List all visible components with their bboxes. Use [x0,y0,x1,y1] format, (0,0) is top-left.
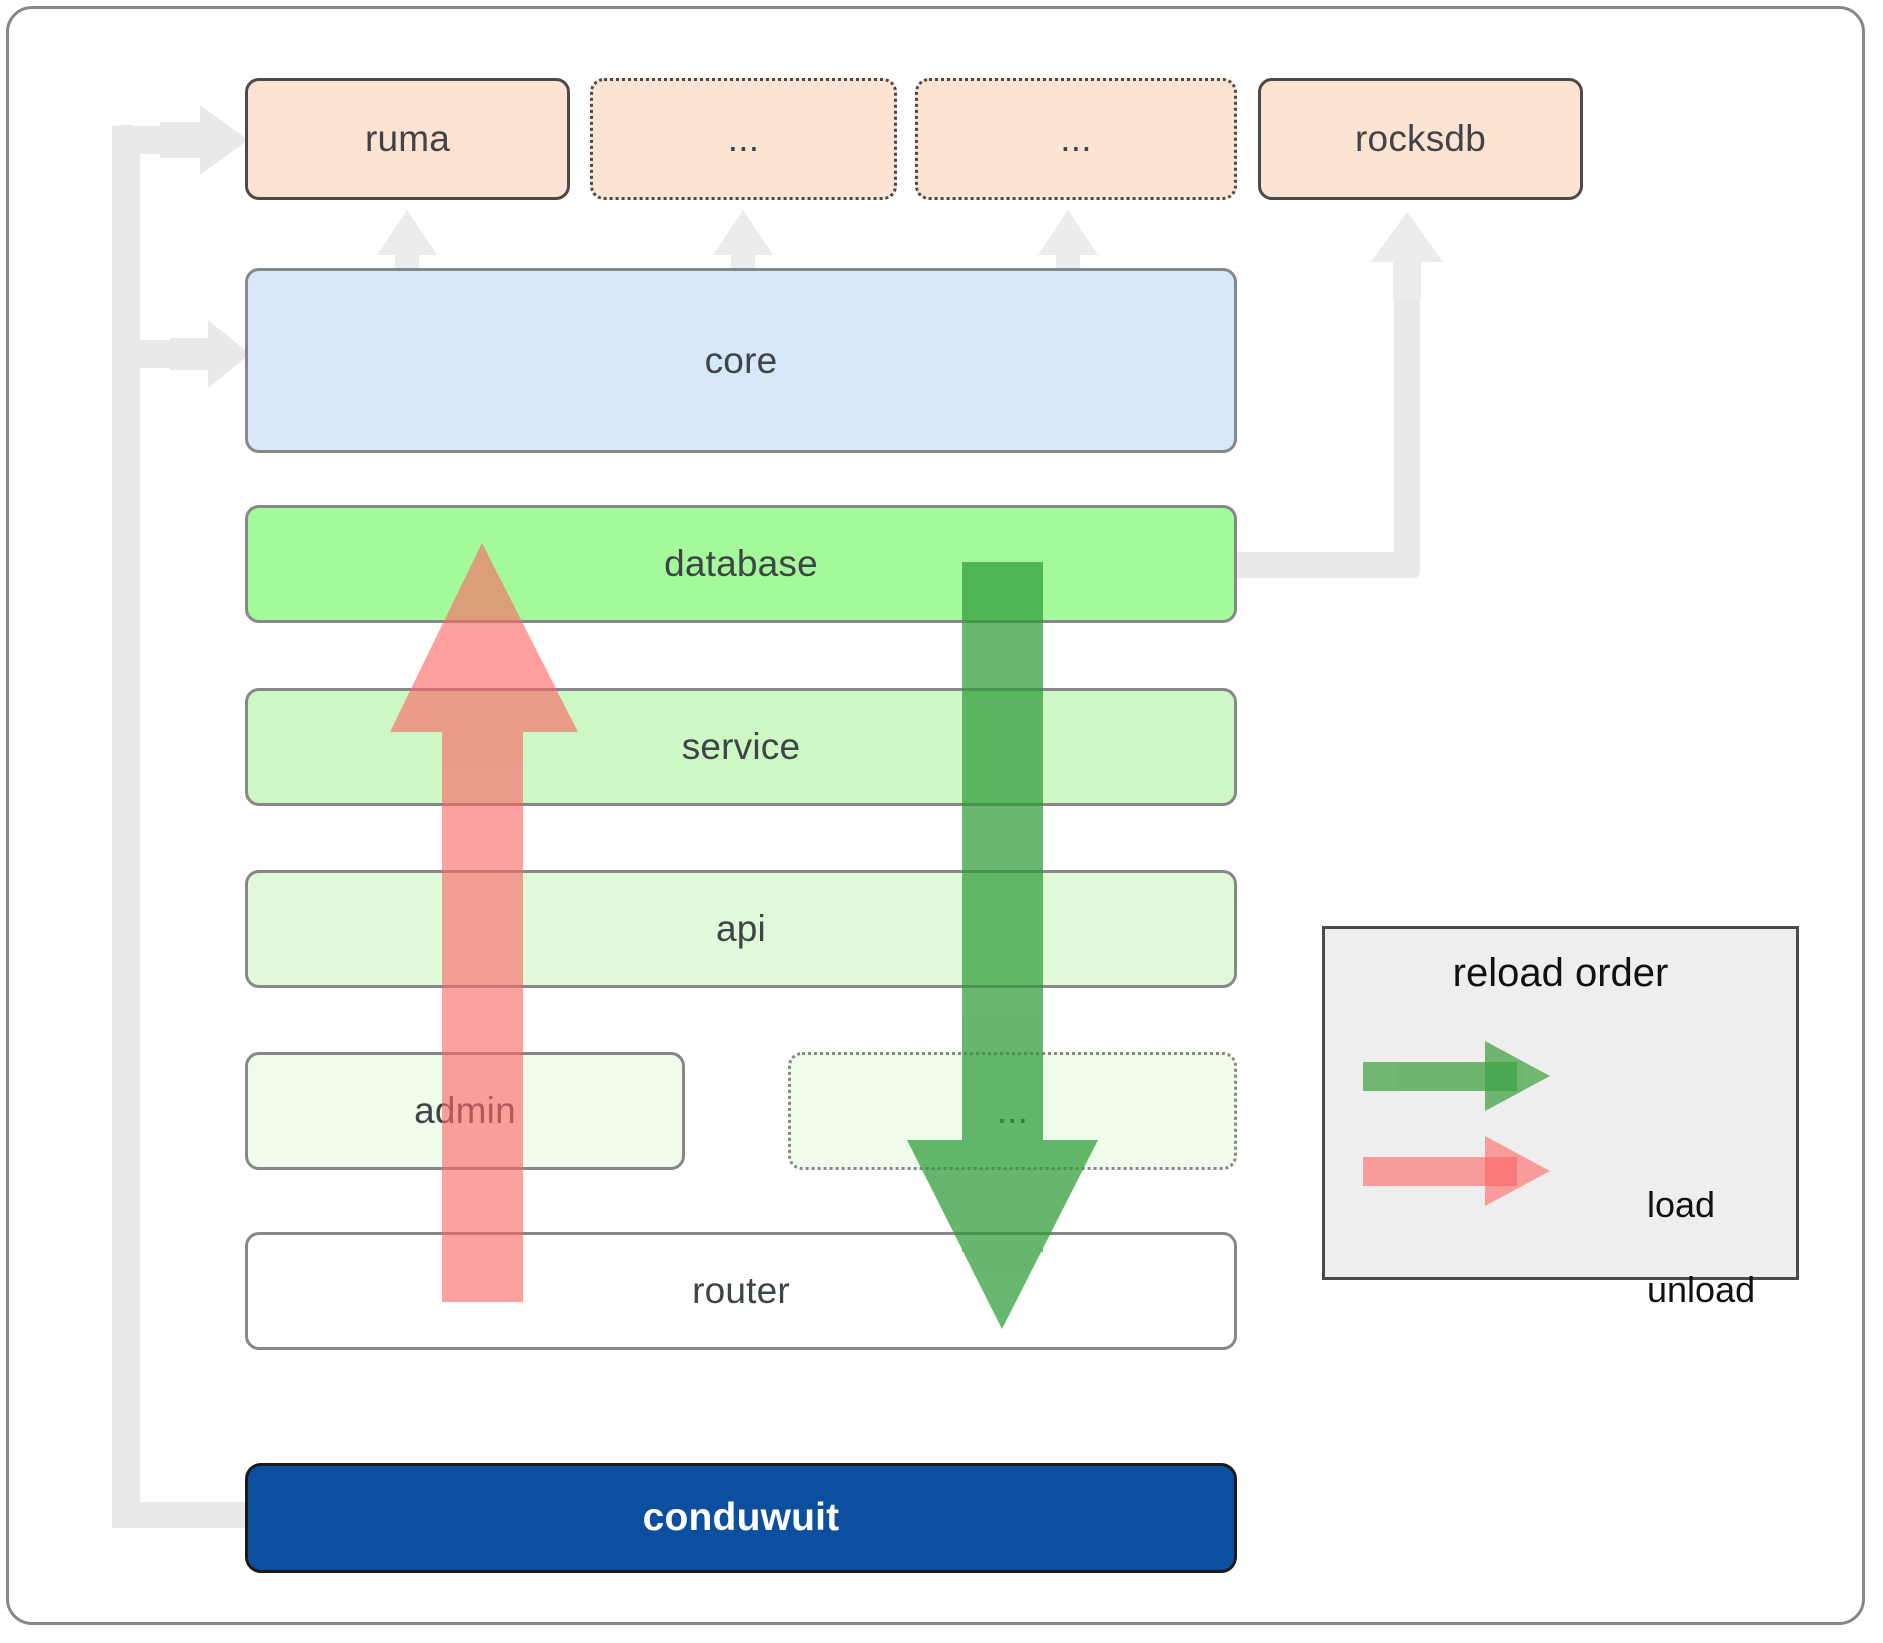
connector-trunk-left [112,125,140,1515]
layer-label-router: router [692,1270,790,1311]
dependency-label-placeholder-2: ... [1060,118,1092,159]
legend-unload-arrow [1363,1136,1550,1206]
layer-label-placeholder: ... [996,1090,1029,1131]
dependency-label-placeholder-1: ... [727,118,760,159]
connector-database-to-rocksdb-h [1230,552,1420,578]
layer-box-database[interactable]: database [245,505,1237,623]
connector-branch-core-h [138,340,228,368]
layer-label-api: api [716,908,766,949]
connector-database-to-rocksdb-v [1394,228,1420,568]
dependency-label-ruma: ruma [364,118,451,159]
dependency-box-placeholder-2[interactable]: ... [915,78,1237,200]
legend-label-load: load [1647,1184,1716,1225]
dependency-box-placeholder-1[interactable]: ... [590,78,897,200]
layer-box-placeholder[interactable]: ... [788,1052,1237,1170]
layer-label-admin: admin [414,1090,516,1131]
layer-box-service[interactable]: service [245,688,1237,806]
legend-title: reload order [1452,951,1669,995]
layer-box-admin[interactable]: admin [245,1052,685,1170]
layer-label-core: core [704,339,778,381]
legend-load-arrow [1363,1041,1550,1111]
diagram-frame [6,6,1865,1625]
layer-label-service: service [681,726,801,767]
dependency-box-rocksdb[interactable]: rocksdb [1258,78,1583,200]
connector-app-to-trunk [112,1502,252,1528]
legend-label-unload: unload [1647,1269,1756,1310]
layer-box-router[interactable]: router [245,1232,1237,1350]
layer-box-api[interactable]: api [245,870,1237,988]
application-label-conduwuit: conduwuit [642,1496,840,1539]
layer-label-database: database [664,543,818,584]
layer-box-core[interactable]: core [245,268,1237,453]
legend-arrows [1363,1041,1550,1206]
legend-panel: reload order load unload [1322,926,1799,1310]
application-box-conduwuit[interactable]: conduwuit [245,1463,1237,1573]
connector-branch-ruma-h [112,126,222,154]
dependency-label-rocksdb: rocksdb [1355,118,1486,159]
dependency-box-ruma[interactable]: ruma [245,78,570,200]
